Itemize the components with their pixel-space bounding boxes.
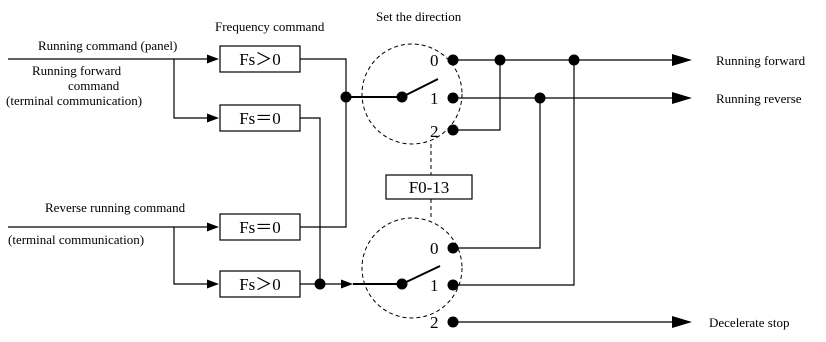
wire-top-branch	[173, 59, 210, 119]
top-switch-circle	[361, 43, 463, 145]
box-top-fs-eq0-label: Fs＝0	[239, 109, 281, 128]
output-running-forward: Running forward	[716, 53, 806, 68]
arrow-to-top-fs-gt0	[207, 54, 219, 64]
bottom-switch-blade	[401, 265, 441, 285]
wire-bottom-fs-eq0-out	[300, 97, 347, 228]
f013-box	[385, 174, 473, 200]
junction-forward-2	[568, 54, 580, 66]
input-running-forward-line3: (terminal communication)	[6, 93, 142, 108]
box-bottom-fs-gt0	[219, 270, 301, 298]
junction-reverse	[534, 92, 546, 104]
box-bottom-fs-eq0	[219, 213, 301, 241]
bottom-pos-1-label: 1	[430, 276, 439, 295]
wire-bottom-pos0-to-reverse	[453, 98, 541, 249]
output-running-reverse: Running reverse	[716, 91, 802, 106]
set-direction-header: Set the direction	[376, 9, 462, 24]
arrow-into-bottom-switch	[341, 279, 353, 289]
wire-bottom-branch	[173, 227, 210, 285]
input-running-forward-line2: command	[68, 78, 120, 93]
bottom-switch-circle	[361, 217, 463, 319]
input-running-forward-line1: Running forward	[32, 63, 122, 78]
bottom-pos-0-label: 0	[430, 239, 439, 258]
f013-label: F0-13	[409, 178, 450, 197]
output-decelerate-stop: Decelerate stop	[709, 315, 789, 330]
wire-top-fs-gt0-out	[300, 58, 347, 97]
arrow-to-bottom-fs-eq0	[207, 222, 219, 232]
top-pos-2-label: 2	[430, 122, 439, 141]
input-running-command-panel: Running command (panel)	[38, 38, 177, 53]
junction-forward-1	[494, 54, 506, 66]
box-bottom-fs-eq0-label: Fs＝0	[239, 218, 281, 237]
wire-top-pos2-to-forward	[453, 60, 501, 131]
arrow-decelerate-stop	[672, 316, 692, 328]
arrow-to-top-fs-eq0	[207, 113, 219, 123]
input-reverse-running-line1: Reverse running command	[45, 200, 186, 215]
wire-bottom-pos1-to-forward	[453, 60, 575, 286]
frequency-command-header: Frequency command	[215, 19, 325, 34]
box-bottom-fs-gt0-label: Fs＞0	[239, 275, 281, 294]
top-switch-blade	[401, 78, 439, 98]
top-pos-0-label: 0	[430, 51, 439, 70]
top-pos-1-label: 1	[430, 89, 439, 108]
arrow-running-forward	[672, 54, 692, 66]
wire-top-fs-eq0-out	[300, 117, 321, 283]
bottom-pos-2-label: 2	[430, 313, 439, 332]
input-reverse-running-line2: (terminal communication)	[8, 232, 144, 247]
arrow-to-bottom-fs-gt0	[207, 279, 219, 289]
top-junction-dot	[340, 91, 352, 103]
arrow-running-reverse	[672, 92, 692, 104]
box-top-fs-gt0-label: Fs＞0	[239, 50, 281, 69]
